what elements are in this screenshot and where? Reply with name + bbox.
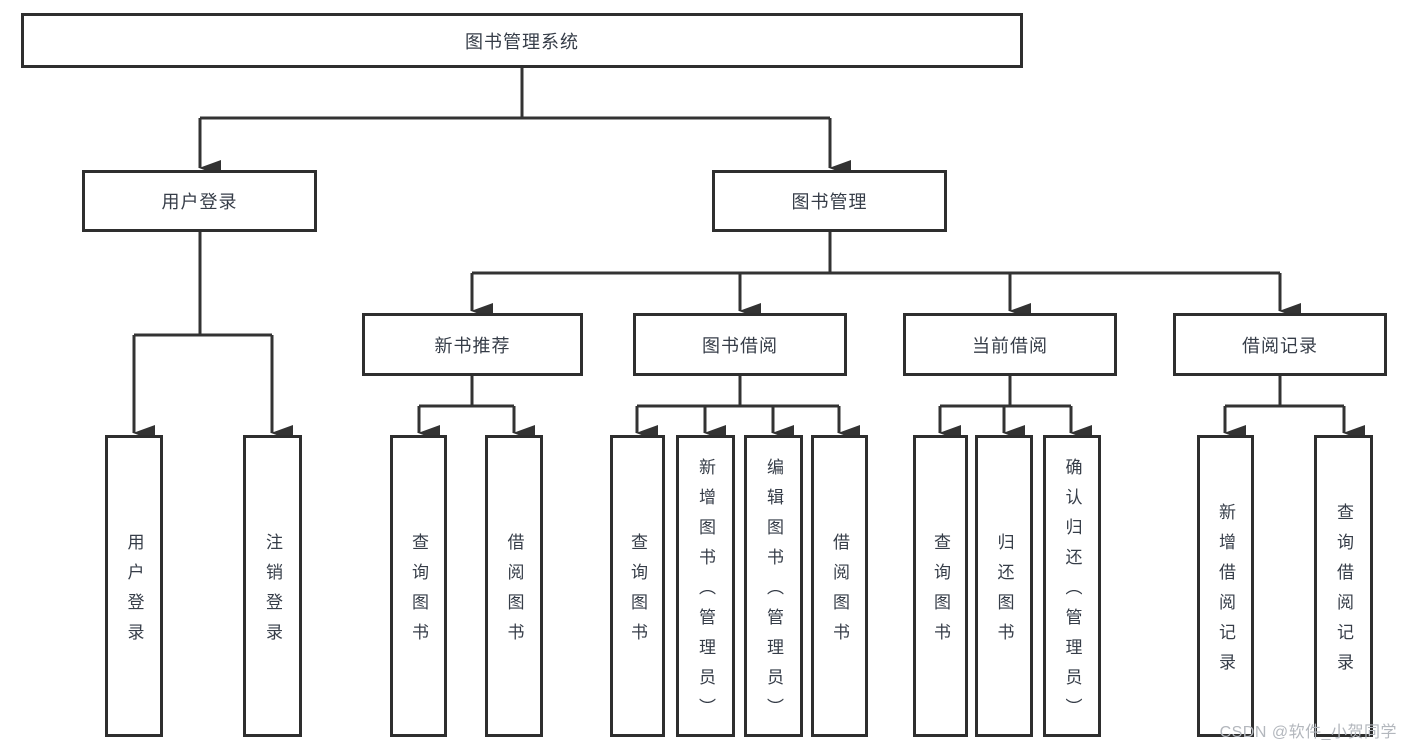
leaf-query-book-current: 查询图书 [913,435,968,737]
leaf-logout: 注销登录 [243,435,302,737]
leaf-confirm-return-admin: 确认归还（管理员） [1043,435,1101,737]
node-new-book-recommend: 新书推荐 [362,313,583,376]
node-current-borrowing: 当前借阅 [903,313,1117,376]
leaf-borrow-book-recommend-label: 借阅图书 [504,532,524,653]
leaf-edit-book-admin-label: 编辑图书（管理员） [764,457,783,728]
leaf-borrow-book-recommend: 借阅图书 [485,435,543,737]
leaf-add-book-admin: 新增图书（管理员） [676,435,735,737]
leaf-borrow-book-borrowing: 借阅图书 [811,435,868,737]
leaf-query-book-recommend-label: 查询图书 [409,532,428,653]
node-user-login: 用户登录 [82,170,317,232]
leaf-edit-book-admin: 编辑图书（管理员） [744,435,803,737]
leaf-query-book-borrowing: 查询图书 [610,435,665,737]
node-book-management: 图书管理 [712,170,947,232]
leaf-query-borrow-record-label: 查询借阅记录 [1334,502,1353,683]
leaf-query-borrow-record: 查询借阅记录 [1314,435,1373,737]
leaf-add-borrow-record: 新增借阅记录 [1197,435,1254,737]
leaf-query-book-recommend: 查询图书 [390,435,447,737]
leaf-query-book-borrowing-label: 查询图书 [628,532,647,653]
leaf-add-book-admin-label: 新增图书（管理员） [696,457,715,728]
leaf-user-login-label: 用户登录 [124,532,144,653]
csdn-watermark: CSDN @软件_小贺同学 [1219,724,1397,741]
node-root-system: 图书管理系统 [21,13,1023,68]
leaf-confirm-return-admin-label: 确认归还（管理员） [1062,457,1082,728]
node-book-borrowing: 图书借阅 [633,313,847,376]
leaf-add-borrow-record-label: 新增借阅记录 [1216,502,1235,683]
leaf-query-book-current-label: 查询图书 [931,532,950,653]
leaf-user-login: 用户登录 [105,435,163,737]
leaf-return-book-label: 归还图书 [994,532,1014,653]
node-borrow-records: 借阅记录 [1173,313,1387,376]
leaf-return-book: 归还图书 [975,435,1033,737]
leaf-borrow-book-borrowing-label: 借阅图书 [830,532,849,653]
leaf-logout-label: 注销登录 [263,532,282,653]
